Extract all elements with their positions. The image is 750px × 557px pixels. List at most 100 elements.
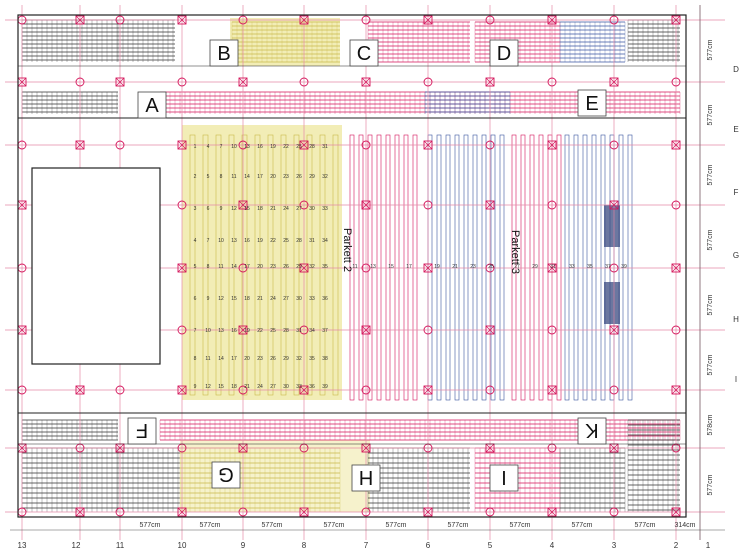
column-cross bbox=[609, 77, 619, 87]
column-marker bbox=[299, 77, 309, 87]
seat-number: 21 bbox=[257, 296, 263, 302]
column-marker bbox=[485, 325, 495, 335]
seat-number: 28 bbox=[283, 328, 289, 334]
column-box bbox=[671, 507, 681, 517]
row-letter: E bbox=[733, 125, 738, 134]
seat-number: 1 bbox=[194, 144, 197, 150]
seat-row bbox=[267, 134, 274, 396]
section-letter: F bbox=[136, 419, 148, 441]
section-labels: 1234567894567891011127891011121314151011… bbox=[127, 39, 627, 492]
column-marker bbox=[609, 140, 619, 150]
column-cross bbox=[671, 15, 681, 25]
dim-label-vertical: 577cm bbox=[707, 229, 714, 250]
seat-row bbox=[499, 134, 505, 401]
column-marker bbox=[485, 507, 495, 517]
column-cross bbox=[361, 200, 371, 210]
seat-number: 7 bbox=[194, 328, 197, 334]
column-marker bbox=[177, 385, 187, 395]
column-cross bbox=[115, 443, 125, 453]
seat-number: 26 bbox=[283, 264, 289, 270]
seat-row bbox=[618, 134, 624, 401]
column-marker bbox=[238, 507, 248, 517]
balcony-right-top bbox=[627, 19, 680, 62]
column-marker bbox=[299, 15, 309, 25]
column-number: 1 bbox=[706, 541, 711, 550]
column-marker bbox=[485, 385, 495, 395]
seat-number: 10 bbox=[205, 328, 211, 334]
seat-number: 13 bbox=[244, 144, 250, 150]
section-label-a: A bbox=[137, 91, 167, 119]
column-cross bbox=[75, 140, 85, 150]
seat-number: 32 bbox=[309, 264, 315, 270]
column-number: 7 bbox=[364, 541, 369, 550]
column-marker bbox=[299, 385, 309, 395]
seat-number: 22 bbox=[257, 328, 263, 334]
column-marker bbox=[485, 15, 495, 25]
seat-number: 33 bbox=[309, 296, 315, 302]
seat-number: 13 bbox=[370, 264, 376, 270]
column-box bbox=[671, 15, 681, 25]
column-box bbox=[299, 140, 309, 150]
seat-number: 20 bbox=[244, 356, 250, 362]
column-cross bbox=[423, 385, 433, 395]
section-label-box bbox=[349, 39, 379, 67]
seat-number: 31 bbox=[309, 238, 315, 244]
column-marker bbox=[671, 263, 681, 273]
column-marker bbox=[177, 77, 187, 87]
seat-row bbox=[556, 134, 562, 401]
parkett-1-fill bbox=[182, 125, 342, 400]
seat-number: 18 bbox=[244, 296, 250, 302]
column-cross bbox=[17, 325, 27, 335]
seat-number: 19 bbox=[434, 264, 440, 270]
outer-wall bbox=[17, 14, 687, 518]
seat-row bbox=[202, 134, 209, 396]
seat-number: 15 bbox=[244, 206, 250, 212]
balcony-left-mid bbox=[21, 91, 118, 114]
seat-number: 32 bbox=[322, 174, 328, 180]
column-marker bbox=[423, 507, 433, 517]
section-label-box bbox=[577, 417, 607, 445]
balcony-g-left bbox=[117, 447, 180, 512]
seat-number: 27 bbox=[296, 206, 302, 212]
column-box bbox=[75, 140, 85, 150]
seat-number: 15 bbox=[388, 264, 394, 270]
balcony-left-top bbox=[21, 19, 118, 62]
column-cross bbox=[238, 443, 248, 453]
seat-number: 19 bbox=[244, 328, 250, 334]
column-box bbox=[609, 325, 619, 335]
seat-number: 21 bbox=[270, 206, 276, 212]
seat-number: 36 bbox=[322, 296, 328, 302]
seat-number: 6 bbox=[194, 296, 197, 302]
column-cross bbox=[299, 385, 309, 395]
seat-number: 18 bbox=[257, 206, 263, 212]
balcony-right-bottom bbox=[627, 419, 680, 512]
balcony-i2-rows bbox=[559, 447, 626, 512]
balcony-bottom-left bbox=[21, 447, 118, 512]
section-label-box bbox=[577, 89, 607, 117]
column-box bbox=[75, 385, 85, 395]
column-number: 11 bbox=[116, 541, 125, 550]
seat-number: 19 bbox=[270, 144, 276, 150]
seat-row bbox=[573, 134, 579, 401]
column-marker bbox=[423, 263, 433, 273]
seat-number: 29 bbox=[309, 174, 315, 180]
section-label-box bbox=[127, 417, 157, 445]
column-cross bbox=[299, 507, 309, 517]
column-marker bbox=[609, 385, 619, 395]
seat-row bbox=[293, 134, 300, 396]
seat-row bbox=[376, 134, 382, 401]
seat-row bbox=[564, 134, 570, 401]
seat-number: 17 bbox=[231, 356, 237, 362]
seat-number: 7 bbox=[207, 238, 210, 244]
seat-number: 9 bbox=[220, 206, 223, 212]
column-cross bbox=[238, 325, 248, 335]
column-cross bbox=[75, 15, 85, 25]
seat-number: 15 bbox=[218, 384, 224, 390]
column-marker bbox=[177, 15, 187, 25]
seat-number: 17 bbox=[406, 264, 412, 270]
seat-number: 16 bbox=[257, 144, 263, 150]
seat-row bbox=[463, 134, 469, 401]
section-label-box bbox=[351, 464, 381, 492]
column-marker bbox=[361, 77, 371, 87]
